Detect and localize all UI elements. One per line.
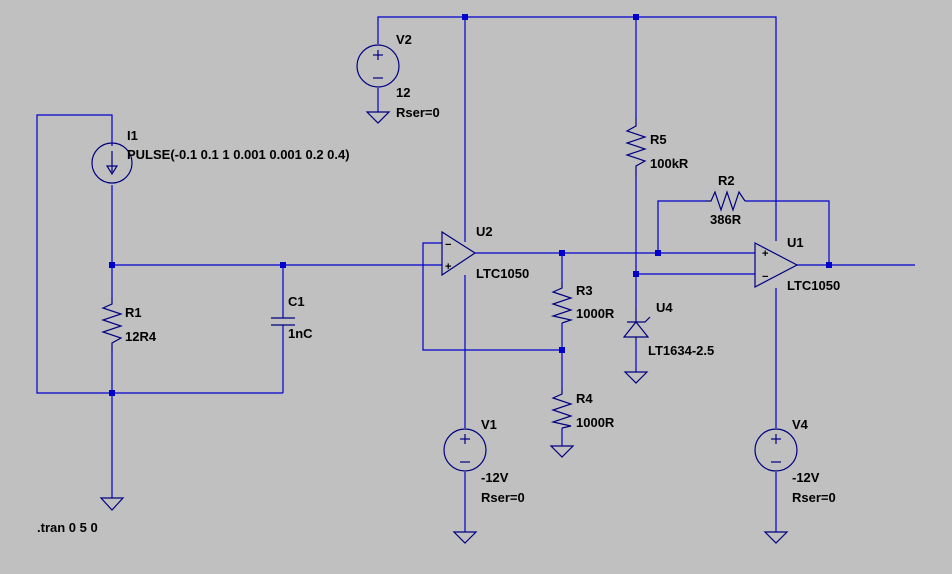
resistor-r4[interactable]: R4 1000R bbox=[549, 388, 615, 458]
voltage-source-v4[interactable]: V4 -12V Rser=0 bbox=[754, 417, 836, 544]
wires bbox=[36, 16, 915, 532]
reference-u4[interactable]: U4 LT1634-2.5 bbox=[622, 300, 714, 384]
v2-rser-label: Rser=0 bbox=[396, 105, 440, 120]
capacitor-c1[interactable]: C1 1nC bbox=[271, 294, 313, 341]
r2-value-label: 386R bbox=[710, 212, 742, 227]
u1-value-label: LTC1050 bbox=[787, 278, 840, 293]
voltage-source-v2[interactable]: V2 12 Rser=0 bbox=[356, 32, 440, 124]
v4-ref-label: V4 bbox=[792, 417, 809, 432]
spice-directive[interactable]: .tran 0 5 0 bbox=[37, 520, 98, 535]
r4-value-label: 1000R bbox=[576, 415, 615, 430]
r3-ref-label: R3 bbox=[576, 283, 593, 298]
u1-plus-sign: + bbox=[762, 248, 768, 260]
r1-value-label: 12R4 bbox=[125, 329, 157, 344]
u4-ref-label: U4 bbox=[656, 300, 673, 315]
v1-rser-label: Rser=0 bbox=[481, 490, 525, 505]
v4-value-label: -12V bbox=[792, 470, 820, 485]
i1-ref-label: I1 bbox=[127, 128, 138, 143]
resistor-r5[interactable]: R5 100kR bbox=[625, 118, 689, 177]
junctions bbox=[109, 14, 832, 396]
u4-value-label: LT1634-2.5 bbox=[648, 343, 714, 358]
v2-value-label: 12 bbox=[396, 85, 410, 100]
v1-value-label: -12V bbox=[481, 470, 509, 485]
i1-value-label: PULSE(-0.1 0.1 1 0.001 0.001 0.2 0.4) bbox=[127, 147, 350, 162]
opamp-u2[interactable]: − + U2 LTC1050 bbox=[441, 224, 529, 281]
r1-ref-label: R1 bbox=[125, 305, 142, 320]
resistor-r1[interactable]: R1 12R4 bbox=[101, 298, 157, 350]
u2-value-label: LTC1050 bbox=[476, 266, 529, 281]
c1-ref-label: C1 bbox=[288, 294, 305, 309]
r5-ref-label: R5 bbox=[650, 132, 667, 147]
r5-value-label: 100kR bbox=[650, 156, 689, 171]
r2-ref-label: R2 bbox=[718, 173, 735, 188]
ground-symbol bbox=[99, 497, 125, 511]
current-source-i1[interactable]: I1 PULSE(-0.1 0.1 1 0.001 0.001 0.2 0.4) bbox=[91, 128, 350, 184]
resistor-r3[interactable]: R3 1000R bbox=[550, 282, 615, 324]
u1-minus-sign: − bbox=[762, 271, 768, 283]
u1-ref-label: U1 bbox=[787, 235, 804, 250]
opamp-u1[interactable]: + − U1 LTC1050 bbox=[754, 235, 840, 293]
resistor-r2[interactable]: R2 386R bbox=[705, 173, 746, 227]
u2-ref-label: U2 bbox=[476, 224, 493, 239]
c1-value-label: 1nC bbox=[288, 326, 313, 341]
r3-value-label: 1000R bbox=[576, 306, 615, 321]
u2-minus-sign: − bbox=[445, 239, 451, 251]
v2-ref-label: V2 bbox=[396, 32, 412, 47]
voltage-source-v1[interactable]: V1 -12V Rser=0 bbox=[443, 417, 525, 544]
v1-ref-label: V1 bbox=[481, 417, 497, 432]
r4-ref-label: R4 bbox=[576, 391, 593, 406]
u2-plus-sign: + bbox=[445, 261, 451, 273]
v4-rser-label: Rser=0 bbox=[792, 490, 836, 505]
